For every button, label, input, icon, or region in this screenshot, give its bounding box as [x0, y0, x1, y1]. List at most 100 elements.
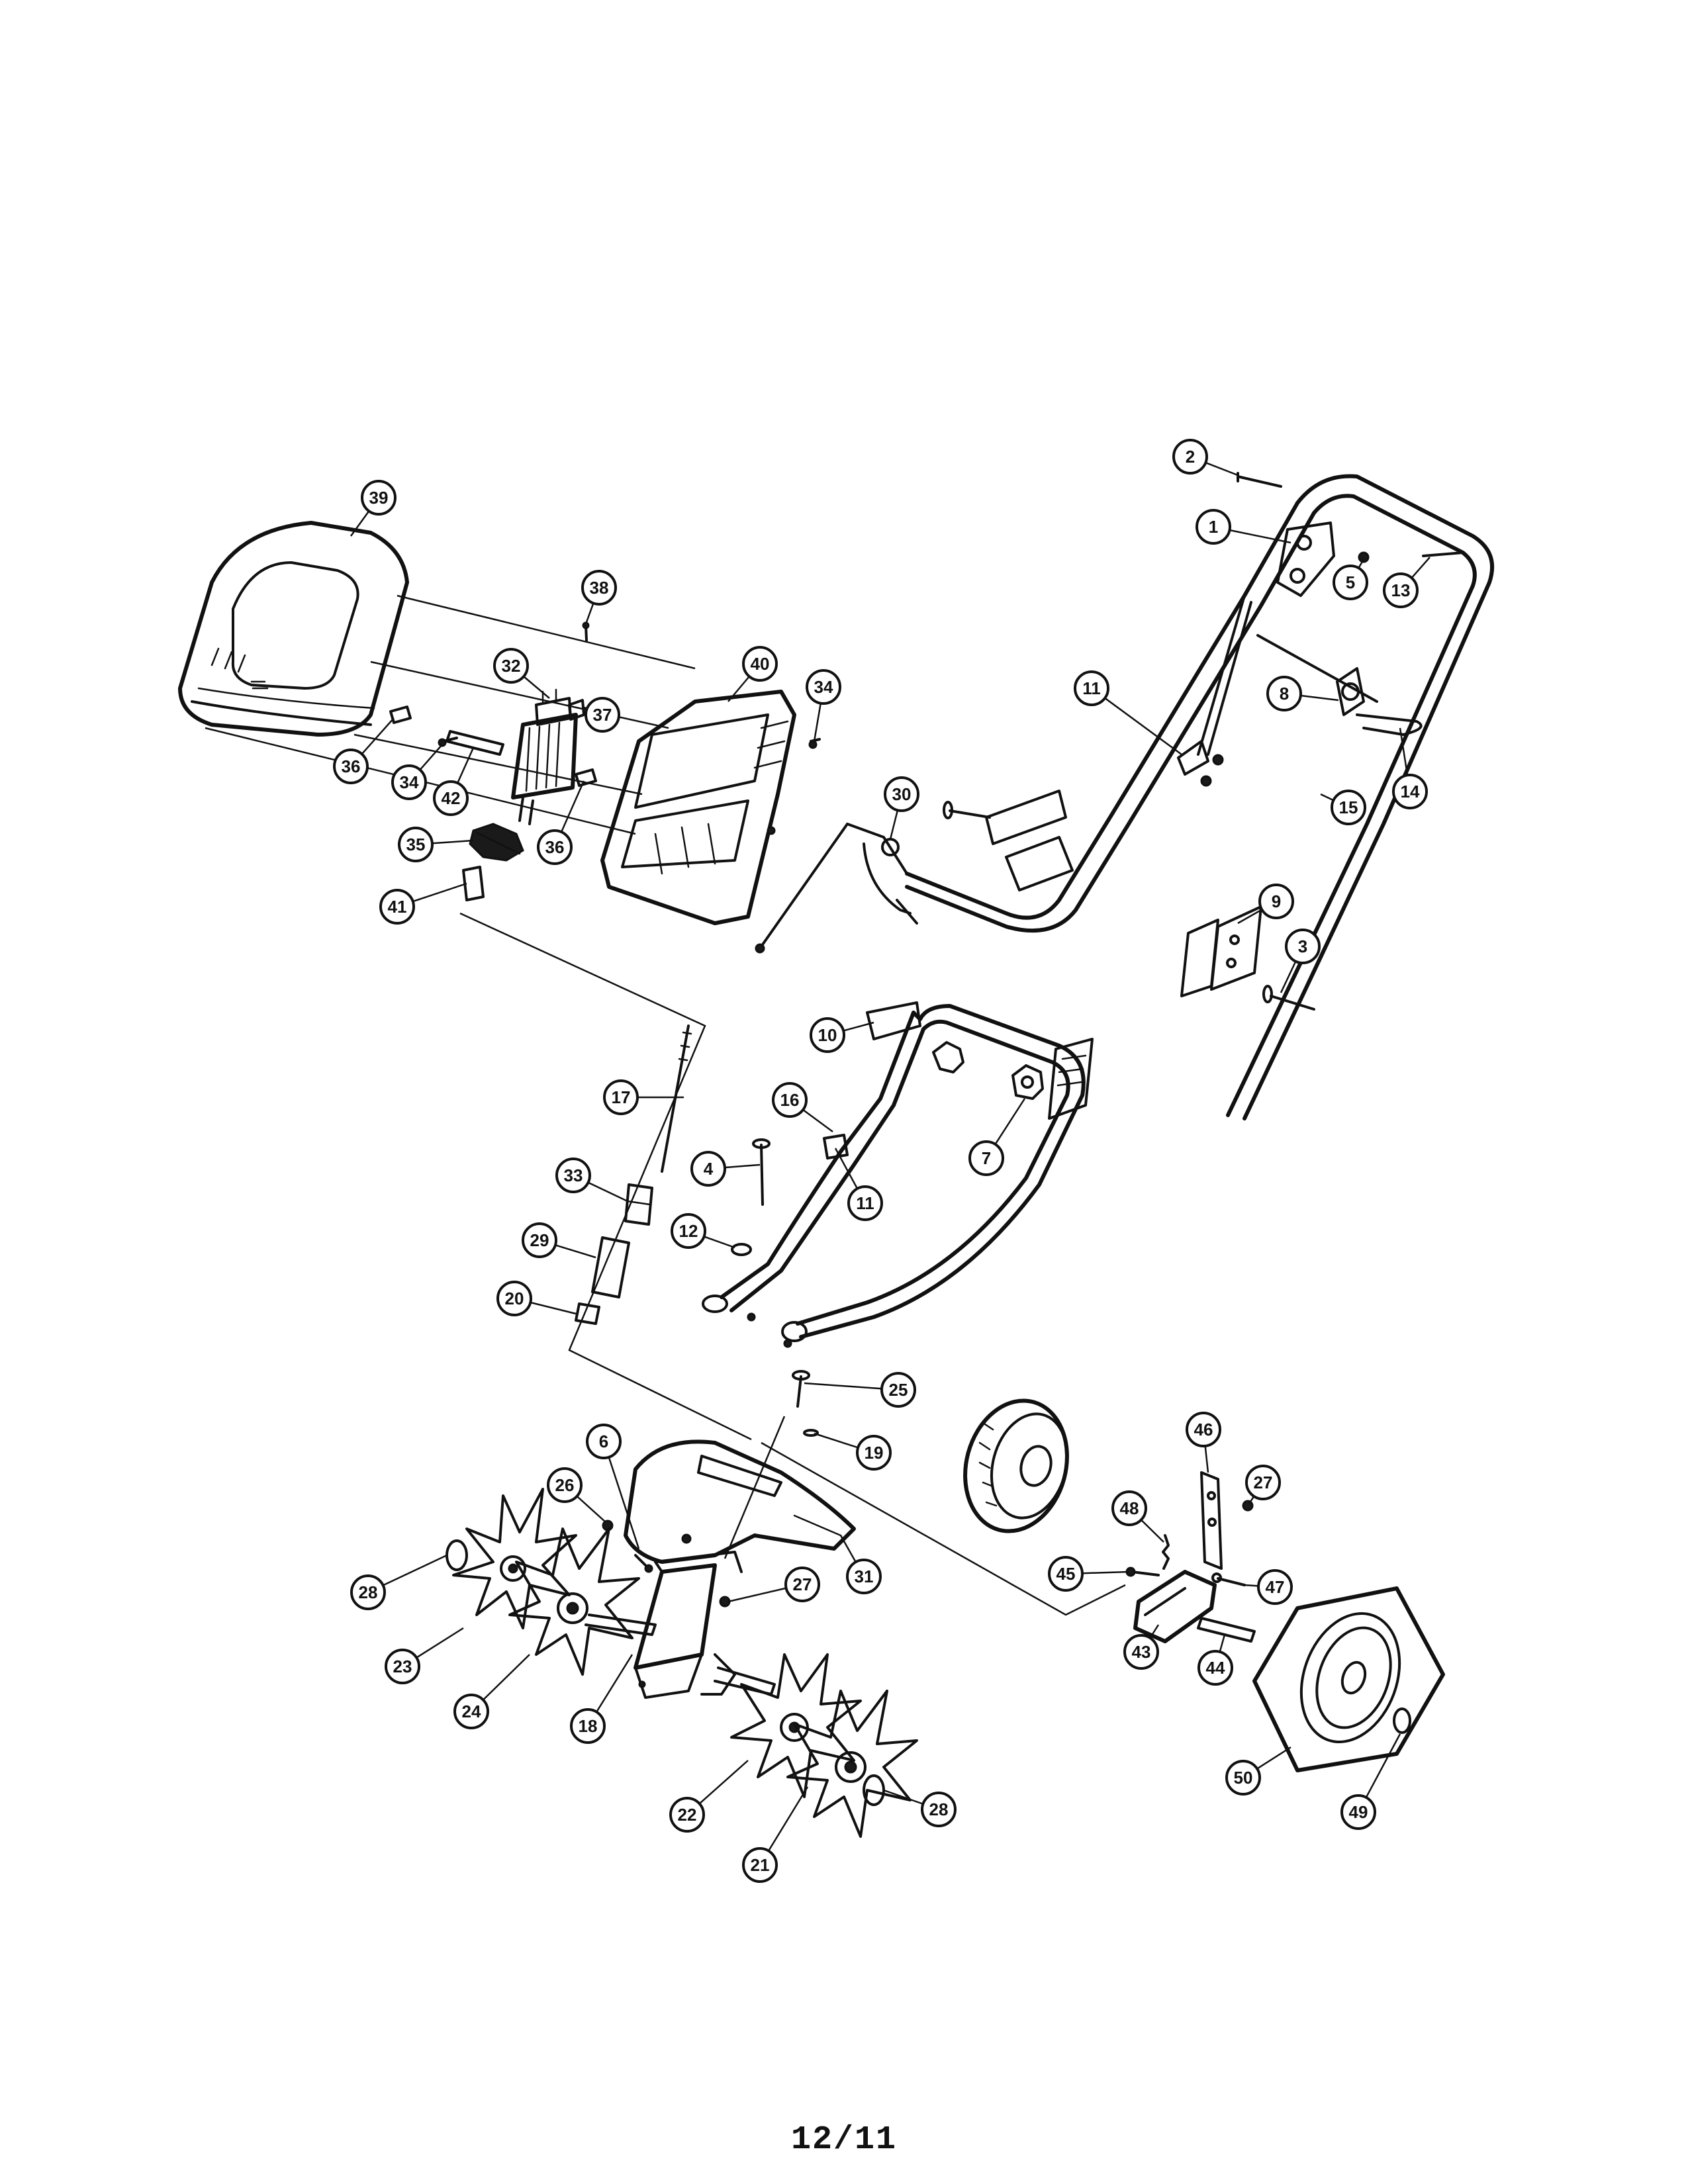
tine [508, 1527, 640, 1676]
callout-label: 4 [704, 1159, 714, 1179]
bracket [1200, 1471, 1223, 1570]
callout-32: 32 [493, 648, 529, 684]
callout-circle [742, 646, 778, 682]
bushing [624, 1183, 653, 1226]
callout-29: 29 [522, 1222, 557, 1258]
nut [1393, 1707, 1411, 1734]
bolt [1237, 472, 1282, 488]
bearing [445, 730, 504, 756]
callout-leader-line [412, 882, 467, 903]
callout-leader-line [1280, 961, 1297, 993]
callout-leader-line [1358, 559, 1365, 569]
callout-circle [1245, 1465, 1281, 1500]
callout-circle [1196, 509, 1231, 545]
callout-30: 30 [884, 776, 919, 812]
callout-label: 11 [856, 1193, 874, 1213]
assembly-guide-line [724, 1416, 786, 1559]
callout-50: 50 [1225, 1760, 1261, 1796]
bolt [1262, 985, 1315, 1011]
bracket [866, 1001, 1094, 1120]
callout-label: 33 [564, 1165, 583, 1185]
callout-6: 6 [586, 1424, 622, 1459]
callout-leader-line [1248, 1496, 1255, 1504]
callout-leader-line [843, 1021, 874, 1032]
callout-5: 5 [1333, 565, 1368, 600]
wheel [963, 1398, 1069, 1533]
callout-leader-line [1411, 557, 1430, 579]
screw [634, 1554, 653, 1573]
callout-leader-line [883, 1789, 923, 1805]
callout-label: 30 [892, 784, 912, 804]
callout-circle [1074, 670, 1109, 706]
callout-34: 34 [391, 764, 427, 800]
callout-leader-line [523, 676, 550, 699]
nut [1242, 1500, 1254, 1512]
wheel-bracket [1133, 1570, 1217, 1643]
callout-leader-line [419, 744, 443, 771]
screw [438, 737, 821, 749]
callout-label: 39 [369, 488, 389, 508]
callout-label: 28 [929, 1799, 949, 1819]
handle-grip [1422, 551, 1464, 557]
callout-leader-line [588, 1181, 628, 1203]
callout-leader-line [1149, 1624, 1160, 1639]
callout-leader-line [1300, 694, 1339, 702]
callout-31: 31 [846, 1559, 882, 1594]
callout-label: 12 [679, 1221, 698, 1241]
callout-circle [846, 1559, 882, 1594]
bracket [985, 790, 1074, 891]
lower-handle [702, 1004, 1086, 1348]
callout-leader-line [1140, 1519, 1164, 1543]
nut [1200, 551, 1370, 787]
callout-leader-line [596, 1654, 633, 1713]
shaft [661, 1024, 692, 1173]
callout-leader-line [1229, 529, 1291, 544]
callout-leader-line [724, 1163, 761, 1169]
callout-36: 36 [537, 829, 573, 865]
callout-label: 1 [1209, 517, 1218, 537]
bracket [1177, 740, 1209, 776]
tine [452, 1488, 577, 1629]
tube [591, 1236, 630, 1298]
callout-circle [581, 570, 617, 606]
callout-label: 43 [1132, 1642, 1151, 1662]
callout-leader-line [889, 809, 899, 840]
axle [1197, 1617, 1256, 1643]
callout-circle [496, 1281, 532, 1316]
callout-label: 42 [442, 788, 461, 808]
callout-label: 20 [505, 1289, 524, 1308]
callout-label: 40 [751, 654, 770, 674]
callout-38: 38 [581, 570, 617, 606]
callout-circle [350, 1574, 386, 1610]
callout-leader-line [608, 1457, 640, 1549]
callout-36: 36 [333, 749, 369, 784]
callout-15: 15 [1331, 790, 1366, 825]
callout-circle [570, 1708, 606, 1744]
callout-label: 15 [1339, 797, 1358, 817]
housing [600, 690, 796, 925]
brush [568, 699, 585, 721]
coupler [575, 1302, 600, 1325]
callout-leader-line [834, 1148, 859, 1189]
callout-label: 34 [814, 677, 833, 697]
callout-40: 40 [742, 646, 778, 682]
callout-circle [522, 1222, 557, 1258]
callout-42: 42 [433, 780, 469, 816]
callout-14: 14 [1392, 774, 1428, 809]
callout-9: 9 [1258, 884, 1294, 919]
callout-circle [772, 1082, 808, 1118]
callout-45: 45 [1048, 1556, 1084, 1592]
callout-8: 8 [1266, 676, 1302, 711]
callout-leader-line [576, 1495, 606, 1523]
callout-circle [398, 827, 434, 862]
callout-label: 34 [400, 772, 419, 792]
callout-label: 48 [1120, 1498, 1139, 1518]
tine [786, 1690, 918, 1838]
callout-3: 3 [1285, 929, 1321, 964]
callout-22: 22 [669, 1797, 705, 1833]
callout-44: 44 [1197, 1650, 1233, 1686]
callout-label: 36 [342, 756, 361, 776]
callout-21: 21 [742, 1847, 778, 1883]
callout-leader-line [361, 717, 395, 755]
callout-41: 41 [379, 889, 415, 925]
